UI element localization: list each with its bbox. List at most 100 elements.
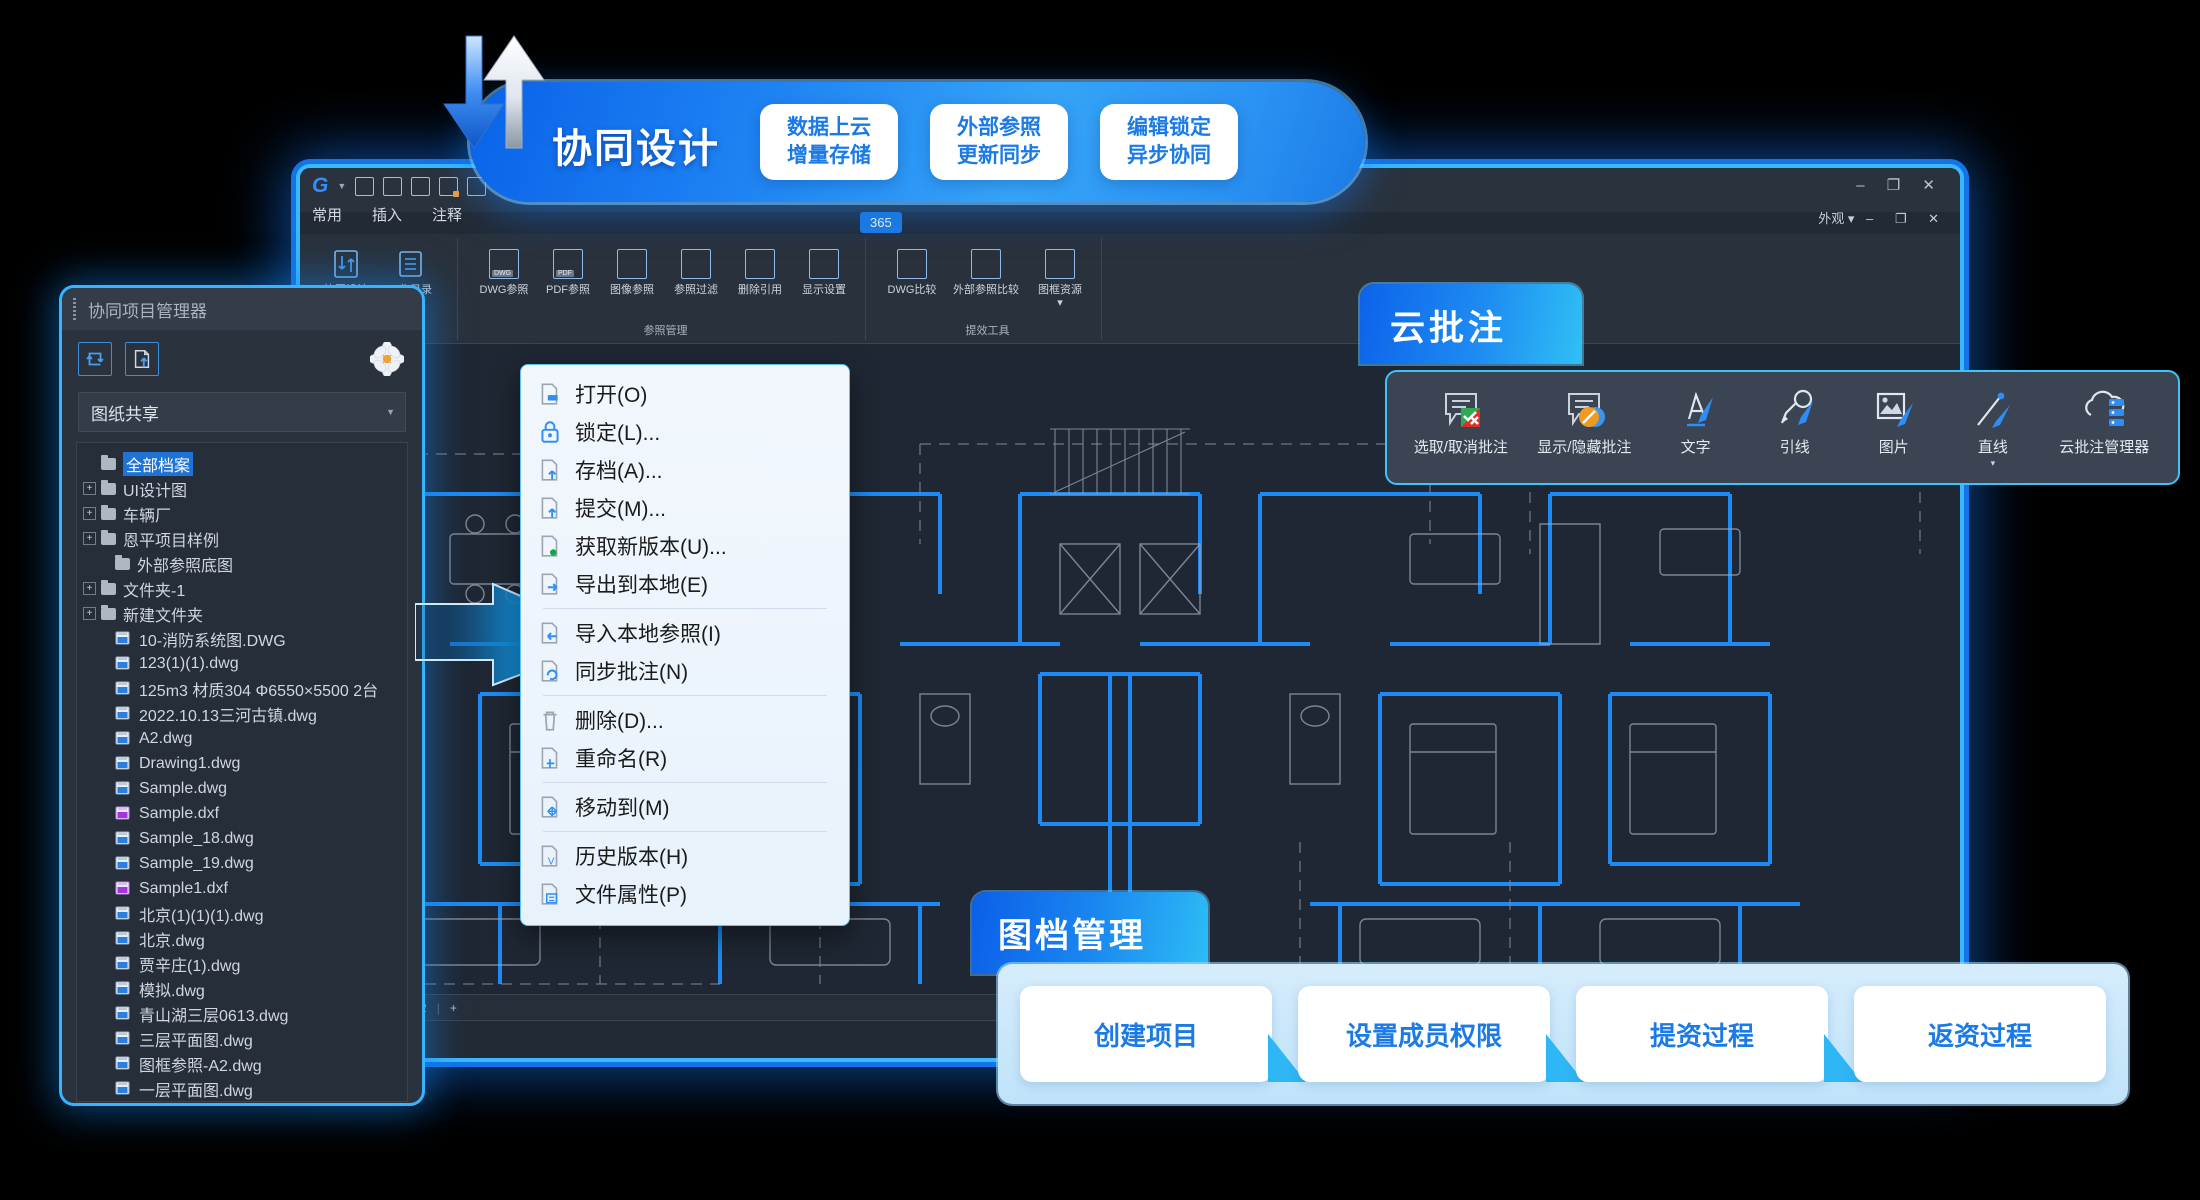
dwg-file-icon (115, 731, 132, 746)
cloud-tool-line[interactable]: 直线 ▾ (1947, 383, 2038, 469)
add-layout-button[interactable]: + (449, 1000, 457, 1015)
tree-item[interactable]: 图框参照-A2.dwg (83, 1051, 401, 1076)
cloud-annotation-toolbar[interactable]: 选取/取消批注 显示/隐藏批注 (1385, 370, 2180, 485)
step-card-return-process[interactable]: 返资过程 (1854, 986, 2106, 1082)
tree-item[interactable]: 贾辛庄(1).dwg (83, 951, 401, 976)
save-copy-icon[interactable] (467, 176, 487, 196)
ribbon-tab-insert[interactable]: 插入 (372, 207, 403, 224)
appearance-bar[interactable]: 外观 ▾ – ❐ ✕ (1818, 208, 1948, 227)
tree-item-label: Sample.dwg (139, 779, 228, 797)
context-menu-item[interactable]: 导出到本地(E) (521, 565, 849, 603)
chevron-down-icon[interactable]: ▼ (337, 181, 347, 191)
ribbon-button-dwg-compare[interactable]: DWG比较 (883, 244, 941, 297)
save-as-icon[interactable] (439, 176, 460, 197)
ribbon-tab-common[interactable]: 常用 (312, 207, 343, 224)
expand-toggle-icon[interactable]: + (83, 507, 96, 520)
tree-item[interactable]: 125m3 材质304 Φ6550×5500 2台 (83, 676, 401, 701)
tree-spacer (97, 857, 110, 870)
window-controls[interactable]: – ❐ ✕ (1856, 177, 1944, 194)
expand-toggle-icon[interactable]: + (83, 532, 96, 545)
tree-item[interactable]: 三层平面图.dwg (83, 1026, 401, 1051)
step-card-set-member-permissions[interactable]: 设置成员权限 (1298, 986, 1584, 1082)
context-menu-item[interactable]: 文件属性(P) (521, 875, 849, 913)
tree-item[interactable]: 北京(1)(1)(1).dwg (83, 901, 401, 926)
tree-item[interactable]: 10-消防系统图.DWG (83, 626, 401, 651)
tree-item[interactable]: Sample.dwg (83, 776, 401, 801)
document-management-steps[interactable]: 创建项目 设置成员权限 提资过程 返资过程 (998, 964, 2128, 1104)
context-menu-item[interactable]: 打开(O) (521, 375, 849, 413)
cloud-tool-annotation-manager[interactable]: 云批注管理器 (2046, 383, 2162, 457)
tree-item[interactable]: A2.dwg (83, 726, 401, 751)
document-management-tab: 图档管理 (972, 892, 1208, 974)
chevron-down-icon[interactable]: ▾ (1990, 458, 1996, 468)
step-card-submit-process[interactable]: 提资过程 (1576, 986, 1862, 1082)
expand-toggle-icon[interactable]: + (83, 582, 96, 595)
tree-item[interactable]: +车辆厂 (83, 501, 401, 526)
chevron-down-icon[interactable]: ▾ (1847, 211, 1855, 226)
tree-item-label: 新建文件夹 (123, 607, 204, 625)
drawing-share-select[interactable]: 图纸共享 ▼ (78, 392, 406, 432)
window-controls-secondary[interactable]: – ❐ ✕ (1865, 211, 1948, 226)
tree-item[interactable]: 模拟.dwg (83, 976, 401, 1001)
tree-item[interactable]: Sample.dxf (83, 801, 401, 826)
tree-item[interactable]: 2022.10.13三河古镇.dwg (83, 701, 401, 726)
tree-item[interactable]: Sample_18.dwg (83, 826, 401, 851)
cloud-tool-leader[interactable]: 引线 (1749, 383, 1840, 457)
ribbon-button-xref-compare[interactable]: 外部参照比较 (947, 244, 1025, 297)
cloud-tool-select-cancel-annotation[interactable]: 选取/取消批注 (1403, 383, 1519, 457)
context-menu-item[interactable]: 获取新版本(U)... (521, 527, 849, 565)
context-menu-item[interactable]: 导入本地参照(I) (521, 614, 849, 652)
ribbon-button-display-settings[interactable]: 显示设置 (795, 244, 853, 297)
dwg-file-icon (115, 681, 132, 696)
cloud-tool-show-hide-annotation[interactable]: 显示/隐藏批注 (1527, 383, 1643, 457)
ribbon-tab-annotate[interactable]: 注释 (432, 207, 463, 224)
context-menu-item[interactable]: 同步批注(N) (521, 652, 849, 690)
quick-access-toolbar[interactable]: G ▼ (312, 174, 487, 198)
ribbon-tab-strip[interactable]: 常用 插入 注释 (312, 204, 462, 225)
drag-handle-icon[interactable] (73, 298, 76, 320)
ribbon-button-xref-filter[interactable]: 参照过滤 (667, 244, 725, 297)
tree-item[interactable]: Drawing1.dwg (83, 751, 401, 776)
open-folder-icon[interactable] (383, 176, 403, 196)
tree-item[interactable]: 北京.dwg (83, 926, 401, 951)
tree-item[interactable]: Sample1.dxf (83, 876, 401, 901)
tree-item[interactable]: Sample_19.dwg (83, 851, 401, 876)
cloud-tool-text[interactable]: 文字 (1650, 383, 1741, 457)
context-menu-item[interactable]: 重命名(R) (521, 739, 849, 777)
tree-item[interactable]: +文件夹-1 (83, 576, 401, 601)
chevron-down-icon[interactable]: ▼ (386, 407, 395, 417)
file-context-menu[interactable]: 打开(O)锁定(L)...存档(A)...提交(M)...获取新版本(U)...… (520, 364, 850, 926)
tree-item[interactable]: 外部参照底图 (83, 551, 401, 576)
cloud-tool-label: 直线 (1977, 439, 2008, 456)
tree-item[interactable]: 青山湖三层0613.dwg (83, 1001, 401, 1026)
new-file-icon[interactable] (355, 176, 375, 196)
context-menu-item[interactable]: 移动到(M) (521, 788, 849, 826)
sync-refresh-button[interactable] (78, 342, 112, 376)
ribbon-button-dwg-xref[interactable]: DWG DWG参照 (475, 244, 533, 297)
expand-toggle-icon[interactable]: + (83, 607, 96, 620)
chevron-down-icon[interactable]: ▾ (1057, 296, 1063, 309)
tree-item[interactable]: +UI设计图 (83, 476, 401, 501)
ribbon-button-pdf-xref[interactable]: PDF PDF参照 (539, 244, 597, 297)
upload-file-button[interactable] (125, 342, 160, 376)
cloud-tool-image[interactable]: 图片 (1848, 383, 1939, 457)
appearance-label[interactable]: 外观 (1818, 211, 1845, 226)
tree-item[interactable]: +恩平项目样例 (83, 526, 401, 551)
step-card-create-project[interactable]: 创建项目 (1020, 986, 1306, 1082)
expand-toggle-icon[interactable]: + (83, 482, 96, 495)
save-icon[interactable] (411, 176, 431, 196)
tree-item[interactable]: 一层平面图.dwg (83, 1076, 401, 1101)
context-menu-item[interactable]: 删除(D)... (521, 701, 849, 739)
tree-item[interactable]: 全部档案 (83, 451, 401, 476)
tree-item[interactable]: 123(1)(1).dwg (83, 651, 401, 676)
context-menu-item[interactable]: 提交(M)... (521, 489, 849, 527)
context-menu-item[interactable]: 存档(A)... (521, 451, 849, 489)
ribbon-button-frame-resource[interactable]: 图框资源 ▾ (1031, 244, 1089, 309)
ribbon-button-delete-reference[interactable]: 删除引用 (731, 244, 789, 297)
ribbon-button-image-xref[interactable]: 图像参照 (603, 244, 661, 297)
context-menu-item[interactable]: 锁定(L)... (521, 413, 849, 451)
tree-item[interactable]: + 新建文件夹 (83, 601, 401, 626)
tree-item-label: 模拟.dwg (139, 982, 205, 1000)
